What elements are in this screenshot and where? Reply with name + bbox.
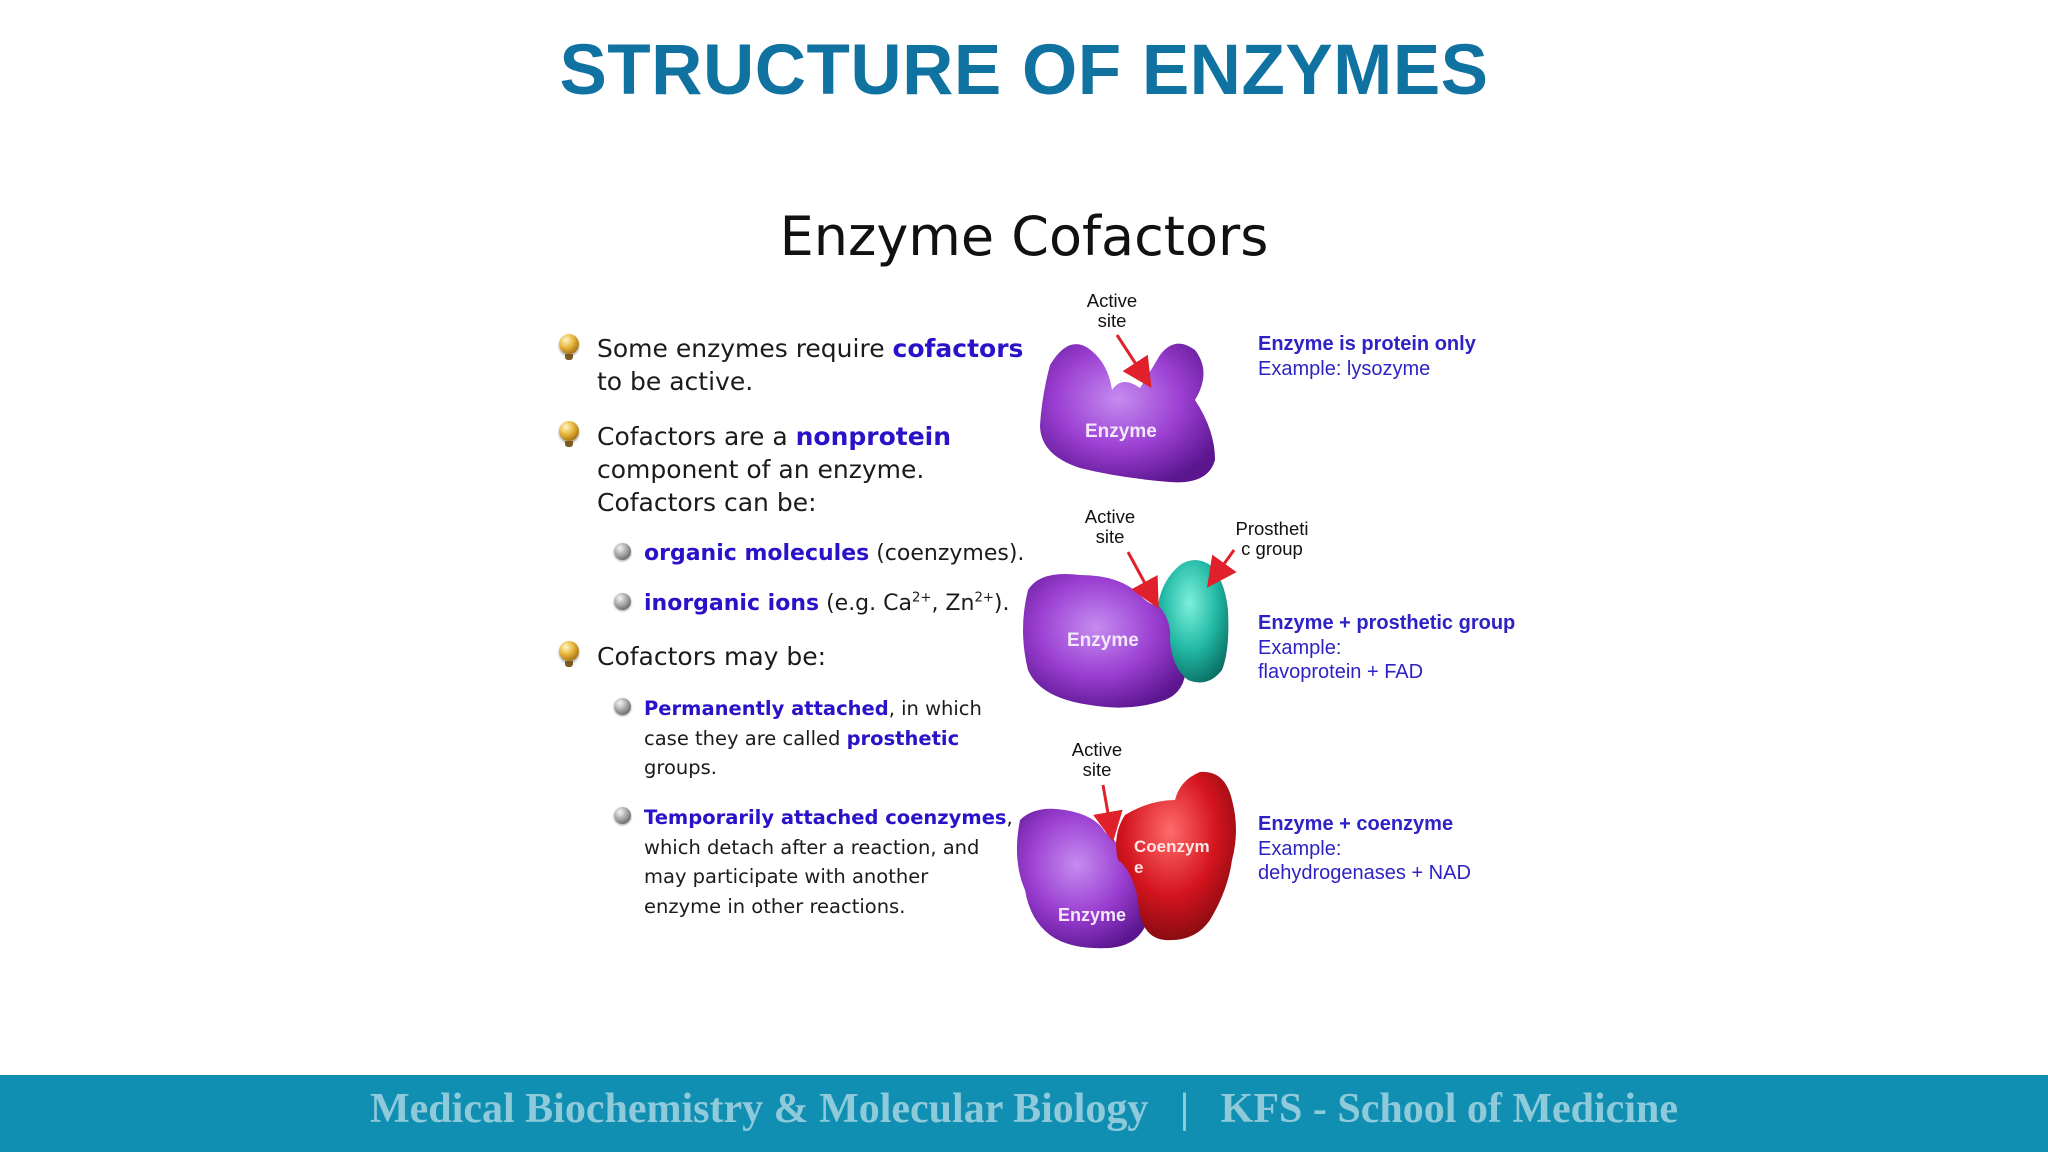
bullet-text: (e.g. Ca <box>819 591 912 616</box>
enzyme-shape <box>1040 343 1215 483</box>
bullet-text: groups. <box>644 756 717 779</box>
label-line: c group <box>1241 538 1303 559</box>
active-site-label: Active site <box>1080 507 1140 547</box>
sub-bullet-temporary: Temporarily attached coenzymes, which de… <box>644 803 1013 921</box>
grey-bullet-icon <box>614 593 631 610</box>
arrow-active-site-2 <box>1126 551 1159 609</box>
highlight-temporarily-attached: Temporarily attached coenzymes <box>644 806 1007 829</box>
sub-bullet-organic: organic molecules (coenzymes). <box>644 538 1024 570</box>
caption-title: Enzyme + prosthetic group <box>1258 612 1516 634</box>
bullet-cofactors-required: Some enzymes require cofactors to be act… <box>597 332 1023 398</box>
bullet-text: case they are called <box>644 726 847 750</box>
caption-coenzyme: Enzyme + coenzyme Example: dehydrogenase… <box>1258 812 1471 886</box>
superscript: 2+ <box>974 590 994 606</box>
bullet-text: Some enzymes require <box>597 334 893 363</box>
grey-bullet-icon <box>614 543 631 560</box>
label-line: site <box>1097 310 1127 331</box>
enzyme-label: Enzyme <box>1067 630 1139 651</box>
grey-bullet-icon <box>614 698 631 715</box>
bullet-text: Cofactors may be: <box>597 642 827 671</box>
enzyme-label: Enzyme <box>1085 421 1157 442</box>
coenzyme-label: Coenzym e <box>1134 836 1224 878</box>
caption-line: Example: <box>1258 837 1342 860</box>
highlight-inorganic-ions: inorganic ions <box>644 591 820 616</box>
highlight-permanently-attached: Permanently attached <box>644 697 889 720</box>
label-line: site <box>1082 759 1112 780</box>
gold-bullet-icon <box>559 421 579 447</box>
bullet-text: component of an enzyme. <box>597 455 925 484</box>
gold-bullet-icon <box>559 641 579 667</box>
highlight-prosthetic: prosthetic <box>846 726 960 750</box>
superscript: 2+ <box>911 590 932 606</box>
label-line: Active <box>1084 506 1136 527</box>
caption-line: dehydrogenases + NAD <box>1258 862 1471 884</box>
footer-text: Medical Biochemistry & Molecular Biology… <box>370 1086 1678 1132</box>
arrow-active-site-3 <box>1093 784 1123 842</box>
bullet-text: Cofactors can be: <box>597 488 817 517</box>
gold-bullet-icon <box>559 334 579 360</box>
highlight-cofactors: cofactors <box>892 334 1024 363</box>
label-line: Active <box>1086 290 1138 311</box>
caption-title: Enzyme + coenzyme <box>1258 813 1454 835</box>
bullet-text: , in which <box>888 697 982 720</box>
sub-bullet-inorganic: inorganic ions (e.g. Ca2+, Zn2+). <box>644 588 1009 620</box>
figure-title: Enzyme Cofactors <box>779 205 1269 268</box>
bullet-text: ). <box>993 591 1010 616</box>
bullet-text: Cofactors are a <box>597 422 796 451</box>
arrow-active-site-1 <box>1115 334 1152 389</box>
caption-line: Example: <box>1258 636 1342 659</box>
caption-line: Example: lysozyme <box>1258 357 1431 380</box>
caption-title: Enzyme is protein only <box>1258 333 1476 355</box>
bullet-text: , Zn <box>931 591 975 616</box>
prosthetic-group-shape <box>1158 560 1229 683</box>
bullet-cofactors-may-be: Cofactors may be: <box>597 640 826 673</box>
slide-title: STRUCTURE OF ENZYMES <box>559 31 1489 110</box>
bullet-text: , <box>1006 806 1013 829</box>
caption-protein-only: Enzyme is protein only Example: lysozyme <box>1258 332 1476 381</box>
prosthetic-group-label: Prostheti c group <box>1232 519 1312 559</box>
bullet-text: (coenzymes). <box>869 541 1025 566</box>
sub-bullet-permanent: Permanently attached, in which case they… <box>644 694 982 783</box>
label-line: Prostheti <box>1235 518 1309 539</box>
highlight-organic-molecules: organic molecules <box>644 541 870 566</box>
enzyme-label: Enzyme <box>1058 905 1127 925</box>
bullet-text: which detach after a reaction, and <box>644 835 980 859</box>
bullet-cofactors-nonprotein: Cofactors are a nonprotein component of … <box>597 420 951 519</box>
bullet-text: may participate with another <box>644 865 929 888</box>
caption-line: flavoprotein + FAD <box>1258 661 1424 683</box>
grey-bullet-icon <box>614 807 631 824</box>
caption-prosthetic-group: Enzyme + prosthetic group Example: flavo… <box>1258 611 1515 685</box>
label-line: Active <box>1071 739 1123 760</box>
active-site-label: Active site <box>1067 740 1127 780</box>
highlight-nonprotein: nonprotein <box>795 422 952 451</box>
bullet-text: to be active. <box>597 367 754 396</box>
label-line: Coenzym <box>1134 837 1210 856</box>
enzyme-shape <box>1016 808 1150 949</box>
bullet-text: enzyme in other reactions. <box>644 894 906 918</box>
active-site-label: Active site <box>1082 291 1142 331</box>
label-line: site <box>1095 526 1125 547</box>
label-line: e <box>1134 858 1144 877</box>
footer-bar <box>0 1075 2048 1152</box>
arrow-prosthetic-group <box>1207 549 1237 588</box>
